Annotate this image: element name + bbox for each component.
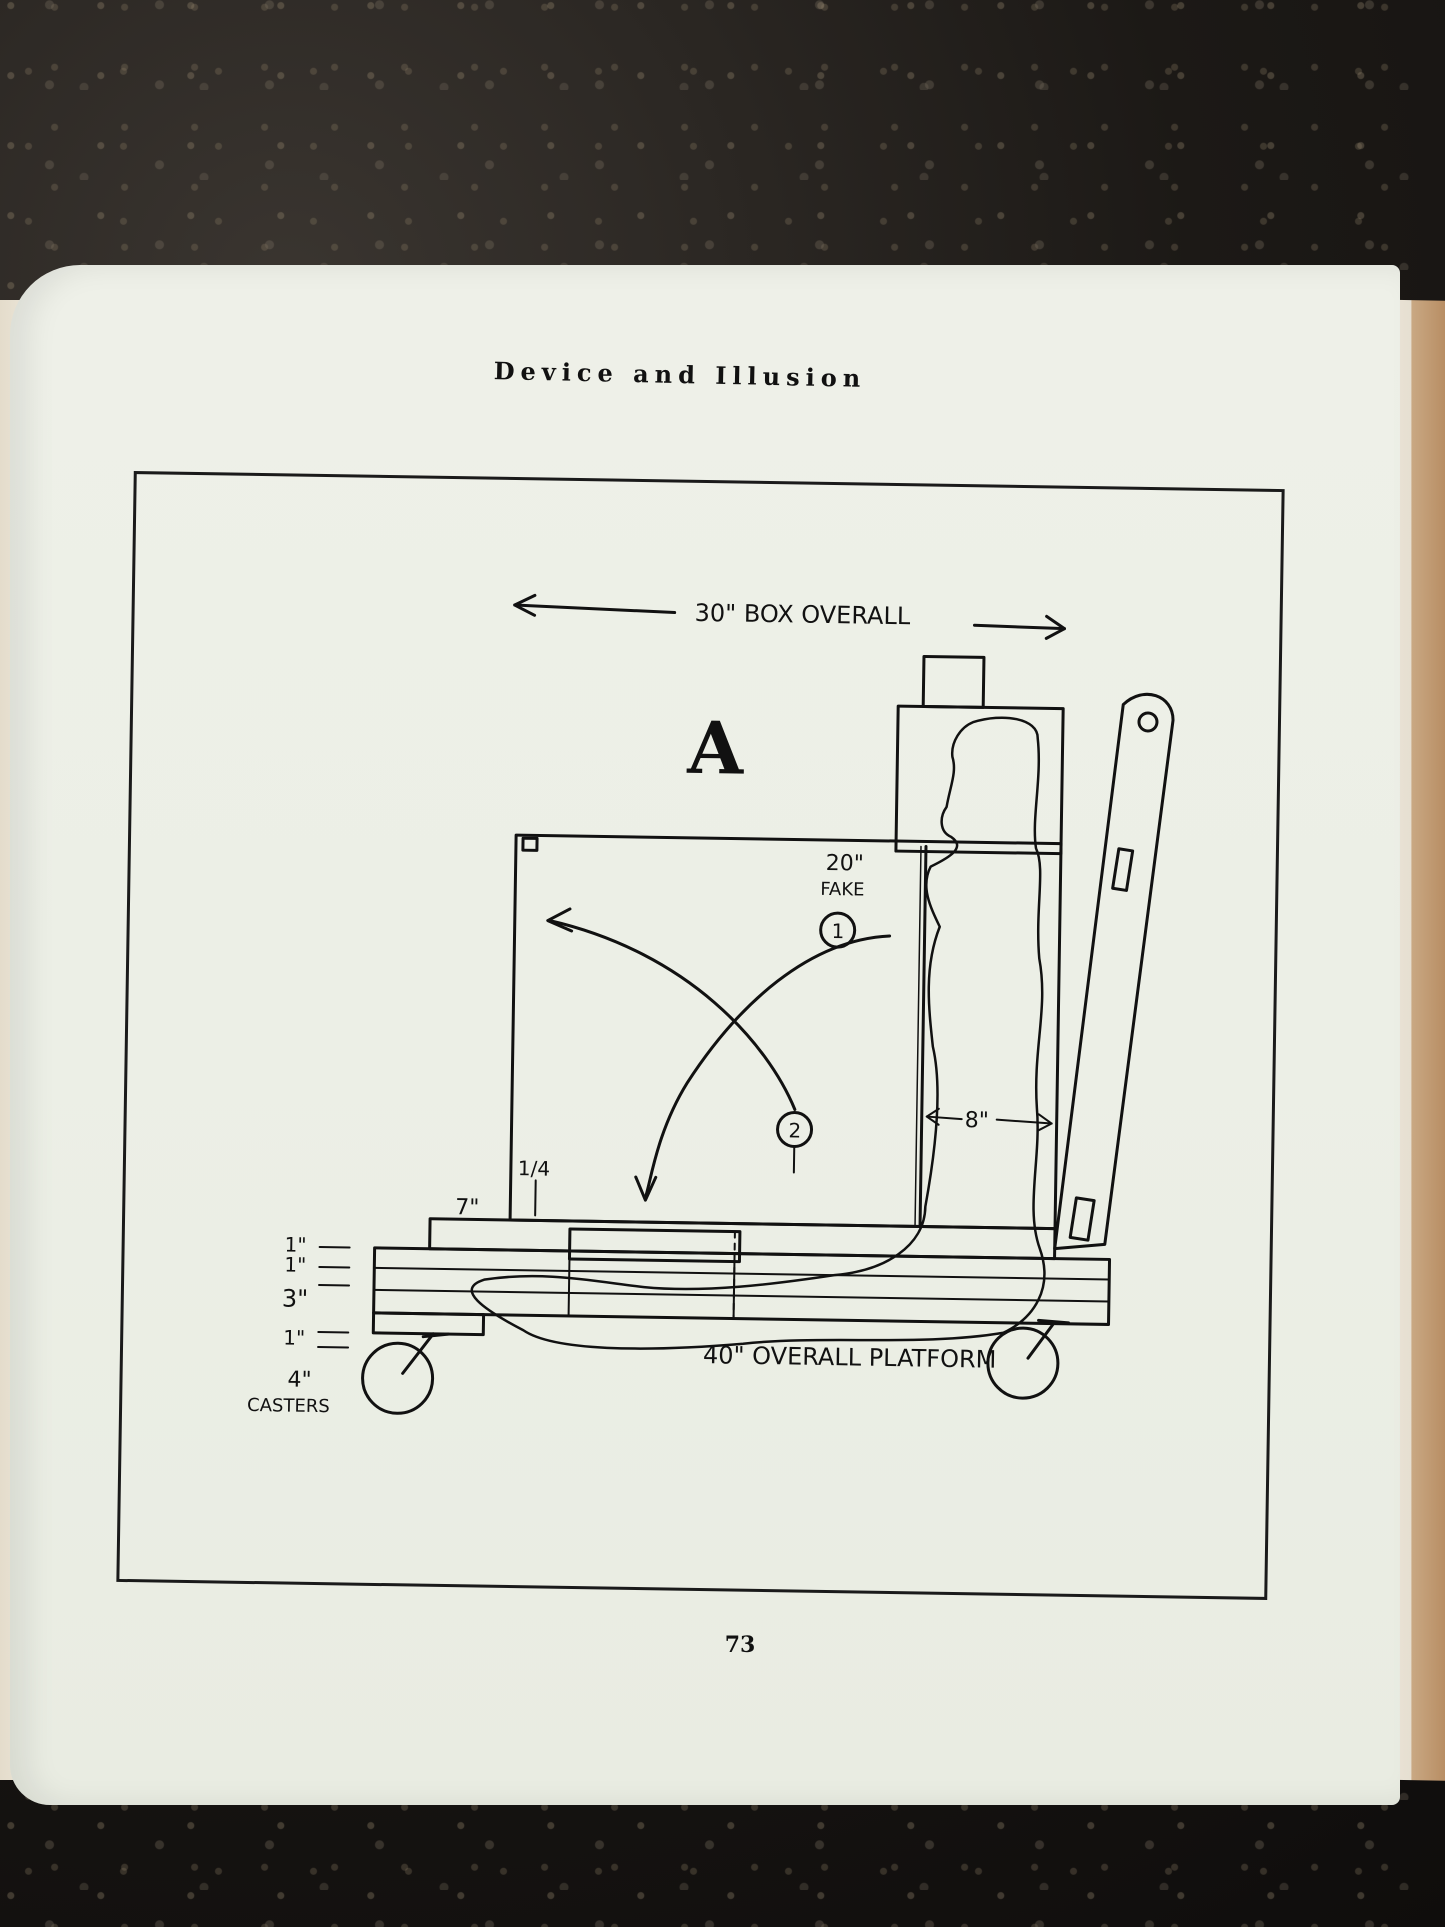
platform-middle xyxy=(372,1246,1112,1326)
upper-box xyxy=(894,704,1065,856)
performer-silhouette xyxy=(470,716,1046,1350)
step-2-label: 2 xyxy=(788,1118,801,1142)
caster-right xyxy=(986,1326,1060,1400)
book-page xyxy=(10,265,1400,1805)
arrow-1-curve xyxy=(643,934,892,1199)
step-1-label: 1 xyxy=(831,919,844,943)
fake-partition xyxy=(918,845,928,1228)
casters-size-label: 4" xyxy=(287,1368,312,1393)
step-1-circle xyxy=(819,911,857,949)
page-number: 73 xyxy=(724,1632,756,1658)
handle-slot xyxy=(1111,847,1135,892)
box-arrow-right xyxy=(1044,614,1066,640)
box-arrow-left xyxy=(513,593,537,617)
arrow-1-head xyxy=(634,1175,658,1202)
platform-overall-label: 40" OVERALL PLATFORM xyxy=(703,1341,997,1374)
caster-right-top xyxy=(1037,1318,1071,1325)
platform-layer-2 xyxy=(372,1288,1110,1303)
handle-foot xyxy=(1068,1196,1096,1242)
gap-label: 8" xyxy=(964,1108,989,1133)
trap-dashed xyxy=(732,1230,736,1320)
gap-arrow-left xyxy=(925,1107,940,1126)
dim-1c-label: 1" xyxy=(283,1325,305,1349)
main-box xyxy=(508,833,1063,1231)
gap-line-right xyxy=(995,1118,1053,1125)
chimney xyxy=(921,654,986,709)
illusion-diagram: A 30" BOX OVERALL 20" FAKE 1 2 8" 1/4 7"… xyxy=(247,593,1175,1417)
handle-hole xyxy=(1137,711,1159,733)
quarter-label: 1/4 xyxy=(518,1156,551,1181)
diagram-frame: A 30" BOX OVERALL 20" FAKE 1 2 8" 1/4 7"… xyxy=(116,471,1285,1600)
caster-left-top xyxy=(421,1332,450,1339)
gap-line-left xyxy=(925,1115,963,1121)
quarter-leader xyxy=(534,1179,537,1217)
fake-text-label: FAKE xyxy=(820,879,865,901)
dim-3-label: 3" xyxy=(282,1284,309,1312)
arrow-2-head xyxy=(546,907,574,933)
trap-panel xyxy=(567,1227,742,1264)
arrow-2-curve xyxy=(548,919,797,1111)
caster-left xyxy=(361,1341,435,1415)
fake-partition-inner xyxy=(914,845,922,1228)
handle-arm xyxy=(1053,692,1175,1251)
seven-label: 7" xyxy=(455,1195,480,1220)
casters-text-label: CASTERS xyxy=(247,1395,330,1417)
gap-arrow-right xyxy=(1037,1113,1053,1132)
dim-1b-label: 1" xyxy=(284,1252,306,1276)
corner-hinge xyxy=(521,836,539,852)
platform-bottom xyxy=(371,1311,486,1337)
box-dimension-line-right xyxy=(972,623,1066,631)
caster-right-bracket xyxy=(1026,1322,1056,1360)
platform-layer-1 xyxy=(373,1266,1111,1281)
fake-size-label: 20" xyxy=(826,851,865,877)
caster-left-bracket xyxy=(401,1332,435,1375)
dim-1a-label: 1" xyxy=(284,1232,306,1256)
box-dimension-line-left xyxy=(513,603,677,615)
box-overall-label: 30" BOX OVERALL xyxy=(694,599,911,630)
panel-letter: A xyxy=(686,705,745,791)
